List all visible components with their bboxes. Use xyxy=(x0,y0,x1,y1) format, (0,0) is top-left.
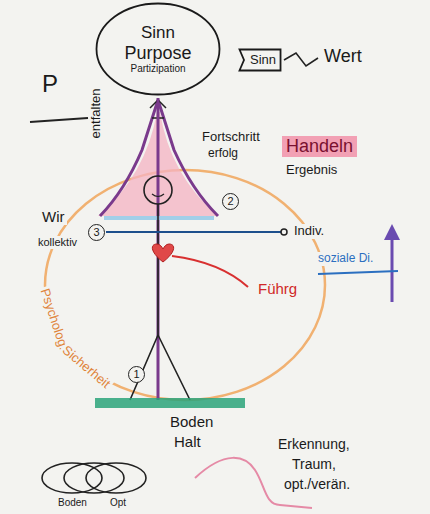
outline-shape xyxy=(97,4,220,95)
purpose-circle: SinnPurposePartizipation xyxy=(95,2,221,96)
ring xyxy=(86,463,146,493)
band-line xyxy=(104,216,214,220)
handwritten-label: Fortschritt xyxy=(200,130,262,145)
leader-line xyxy=(172,256,248,287)
node-text: Sinn xyxy=(250,53,276,68)
handwritten-label: Indiv. xyxy=(292,224,326,239)
arms-line xyxy=(106,231,281,233)
underline xyxy=(30,118,88,122)
handwritten-label: P xyxy=(40,70,60,98)
head xyxy=(144,176,172,204)
handwritten-label: Erkennung, xyxy=(276,436,352,452)
smile xyxy=(152,194,164,197)
handwritten-label: kollektiv xyxy=(36,236,79,249)
zigzag-line xyxy=(284,53,318,66)
handwritten-label: Handeln xyxy=(282,136,357,157)
handwritten-label: entfalten xyxy=(89,87,104,141)
ground-band xyxy=(95,398,245,408)
handwritten-label: Boden xyxy=(56,497,89,509)
handwritten-label: Führg xyxy=(256,280,299,297)
callout-number: 3 xyxy=(88,224,105,241)
handwritten-label: soziale Di. xyxy=(316,252,375,266)
body xyxy=(157,204,159,335)
handwritten-label: Boden xyxy=(168,413,215,430)
handwritten-label: Wert xyxy=(322,46,364,67)
handwritten-label: Ergebnis xyxy=(284,163,339,178)
node-text: Purpose xyxy=(124,43,191,64)
heart xyxy=(152,244,173,262)
tower-line xyxy=(100,100,158,216)
tag-box: Sinn xyxy=(238,48,282,72)
handwritten-label: Wir xyxy=(40,208,67,225)
line-end-dot xyxy=(281,229,287,235)
callout-number: 1 xyxy=(128,366,145,383)
arrow-head xyxy=(384,224,400,240)
handwritten-label: Traum, xyxy=(290,456,338,472)
handwritten-label: erfolg xyxy=(206,147,240,161)
handwritten-label: Opt xyxy=(108,497,128,509)
node-text: Partizipation xyxy=(130,63,185,75)
callout-number: 2 xyxy=(222,193,239,210)
up-arrow xyxy=(391,232,394,302)
handwritten-label: opt./verän. xyxy=(282,476,352,492)
underline xyxy=(318,271,398,274)
handwritten-label: Halt xyxy=(172,433,203,450)
node-text: Sinn xyxy=(141,23,175,43)
outline-shape xyxy=(240,50,281,71)
